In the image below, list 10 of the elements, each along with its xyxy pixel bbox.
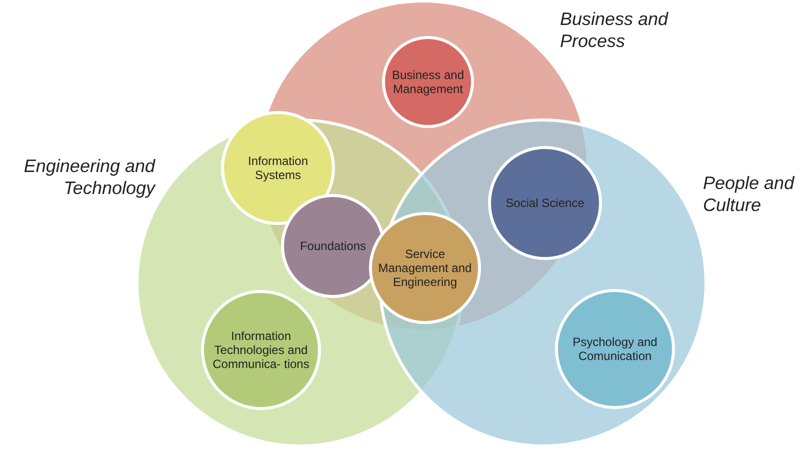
topic-label: Psychology and Comunication [572,335,658,363]
topic-label: Foundations [298,239,368,253]
topic-label: Business and Management [390,68,466,96]
circle-heading: Business and Process [560,8,670,52]
circle-heading: People and Culture [703,172,796,216]
circle-heading: Engineering and Technology [22,155,155,199]
topic-label: Social Science [504,196,586,210]
topic-label: Information Systems [246,154,310,182]
topic-label: Service Management and Engineering [377,247,473,289]
topic-label: Information Technologies and Communica- tions [212,329,310,371]
